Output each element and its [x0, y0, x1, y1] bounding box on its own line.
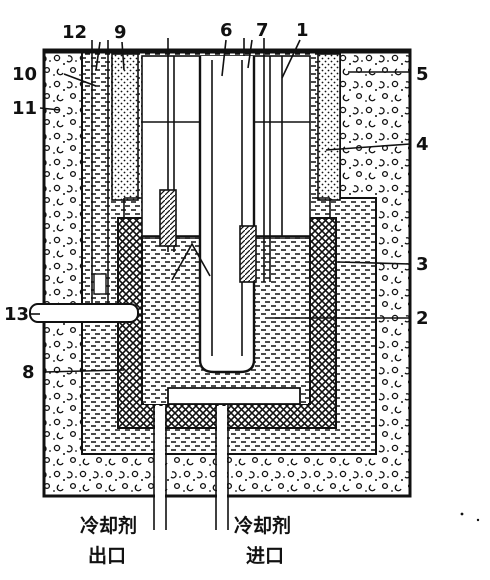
- outlet-pipe-fill: [155, 406, 165, 530]
- label-5: 5: [416, 64, 429, 85]
- label-12: 12: [62, 22, 87, 43]
- coolant-outlet-caption-line2: 出口: [88, 544, 126, 567]
- speck: [476, 518, 480, 522]
- leader-lines: [30, 39, 411, 373]
- label-4: 4: [416, 134, 429, 155]
- coolant-inlet-caption-line2: 进口: [246, 545, 284, 567]
- upper-insulation-left: [111, 53, 139, 201]
- upper-insulation-right: [317, 53, 341, 201]
- bottom-cathode-plate: [167, 387, 301, 405]
- label-10: 10: [12, 64, 37, 85]
- label-7: 7: [256, 20, 269, 41]
- label-6: 6: [220, 20, 233, 41]
- label-13: 13: [4, 304, 29, 325]
- label-2: 2: [416, 308, 429, 329]
- coolant-inlet-pipe: [215, 404, 229, 530]
- label-8: 8: [22, 362, 35, 383]
- side-drain-tube: [29, 303, 139, 323]
- gas-guide: [171, 242, 211, 281]
- label-3: 3: [416, 254, 429, 275]
- coolant-outlet-caption-line1: 冷却剂: [80, 514, 137, 537]
- label-11: 11: [12, 98, 37, 119]
- speck: [460, 512, 464, 516]
- crucible-shoulder: [123, 197, 331, 218]
- coolant-inlet-caption-line1: 冷却剂: [234, 514, 291, 537]
- feed-tube-valve: [93, 273, 107, 295]
- inlet-pipe-fill: [217, 406, 227, 530]
- label-9: 9: [114, 22, 127, 43]
- electrode-head-right: [239, 225, 257, 283]
- label-1: 1: [296, 20, 309, 41]
- coolant-outlet-pipe: [153, 404, 167, 530]
- central-diaphragm-tube: [198, 56, 256, 374]
- electrode-head-left: [159, 189, 177, 247]
